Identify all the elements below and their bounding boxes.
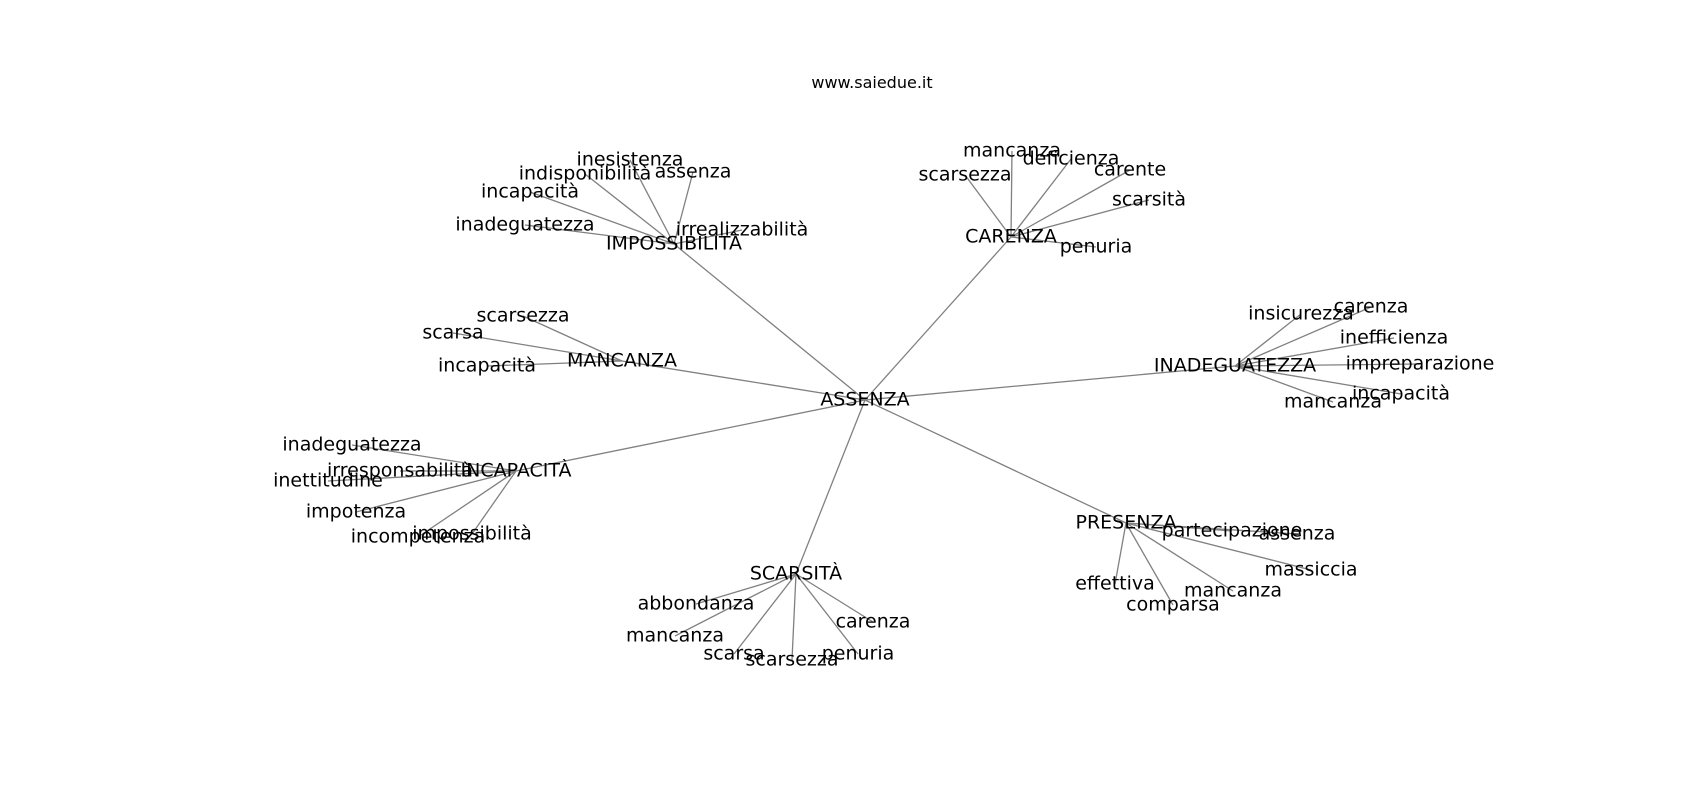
leaf-node-mancanza: mancanza [626, 625, 724, 647]
edge-incapacita-inadeguatezza [351, 444, 517, 472]
leaf-node-incapacita: incapacità [1352, 383, 1450, 405]
edge-impossibilita-assenza [673, 171, 694, 245]
edge-incapacita-inettitudine [327, 470, 517, 482]
edge-inadeguatezza-mancanza [1234, 365, 1334, 403]
leaf-node-mancanza: mancanza [1184, 580, 1282, 602]
leaf-node-effettiva: effettiva [1075, 573, 1155, 595]
leaf-node-incapacita: incapacità [438, 355, 536, 377]
leaf-node-insicurezza: insicurezza [1248, 303, 1354, 325]
edge-inadeguatezza-incapacita [1234, 365, 1402, 395]
leaf-node-penuria: penuria [1060, 236, 1133, 258]
hub-node-scarsita: SCARSITÀ [750, 562, 842, 585]
edge-presenza-effettiva [1114, 522, 1127, 585]
edge-mancanza-scarsa [452, 332, 623, 362]
edge-incapacita-impotenza [355, 470, 517, 513]
leaf-node-partecipazione: partecipazione [1162, 520, 1303, 542]
leaf-node-comparsa: comparsa [1126, 594, 1220, 616]
leaf-node-incompetenza: incompetenza [351, 526, 485, 548]
hub-node-carenza: CARENZA [965, 226, 1057, 248]
leaf-node-massiccia: massiccia [1264, 559, 1357, 581]
leaf-node-carente: carente [1094, 159, 1166, 181]
leaf-node-scarsita: scarsità [1112, 189, 1186, 211]
hub-node-presenza: PRESENZA [1076, 512, 1177, 534]
leaf-node-impossibilita: impossibilità [412, 523, 532, 545]
hub-node-inadeguatezza: INADEGUATEZZA [1154, 355, 1316, 377]
leaf-node-deficienza: deficienza [1023, 148, 1120, 170]
leaf-node-scarsezza: scarsezza [919, 164, 1012, 186]
leaf-node-indisponibilita: indisponibilità [519, 163, 652, 185]
edge-inadeguatezza-carenza [1234, 306, 1372, 367]
edge-presenza-comparsa [1125, 522, 1174, 606]
edge-inadeguatezza-impreparazione [1234, 363, 1421, 367]
edge-incapacita-impossibilita [471, 470, 517, 535]
edge-root-incapacita [515, 399, 866, 472]
leaf-node-carenza: carenza [836, 611, 911, 633]
edge-mancanza-scarsezza [522, 315, 623, 362]
edge-root-impossibilita [673, 243, 866, 401]
edge-impossibilita-irrealizzabilita [673, 229, 743, 245]
edge-inadeguatezza-insicurezza [1234, 313, 1302, 367]
leaf-node-inadeguatezza: inadeguatezza [455, 214, 594, 236]
leaf-node-mancanza: mancanza [1284, 391, 1382, 413]
leaf-node-penuria: penuria [822, 643, 895, 665]
edge-root-mancanza [621, 360, 866, 401]
edge-carenza-mancanza [1010, 150, 1013, 238]
edge-impossibilita-incapacita [529, 191, 675, 245]
leaf-node-irrealizzabilita: irrealizzabilità [676, 219, 809, 241]
edge-root-inadeguatezza [864, 365, 1236, 401]
leaf-node-incapacita: incapacità [481, 181, 579, 203]
leaf-node-mancanza: mancanza [963, 140, 1061, 162]
leaf-node-assenza: assenza [1259, 523, 1336, 545]
edge-scarsita-mancanza [674, 573, 797, 637]
edge-root-scarsita [795, 399, 866, 575]
leaf-node-scarsezza: scarsezza [477, 305, 570, 327]
edge-scarsita-scarsezza [791, 573, 797, 661]
edge-scarsita-carenza [795, 573, 874, 623]
edge-presenza-massiccia [1125, 522, 1312, 571]
edge-carenza-carente [1010, 169, 1131, 238]
leaf-node-abbondanza: abbondanza [638, 593, 755, 615]
root-node: ASSENZA [820, 389, 909, 411]
edge-scarsita-scarsa [733, 573, 797, 655]
leaf-node-assenza: assenza [655, 161, 732, 183]
leaf-node-scarsezza: scarsezza [746, 649, 839, 671]
leaf-node-inettitudine: inettitudine [273, 470, 383, 492]
edge-scarsita-penuria [795, 573, 859, 655]
edge-presenza-mancanza [1125, 522, 1234, 592]
edge-incapacita-incompetenza [417, 470, 517, 538]
leaf-node-inesistenza: inesistenza [577, 149, 684, 171]
leaf-node-irresponsabilita: irresponsabilità [327, 460, 473, 482]
leaf-node-impreparazione: impreparazione [1346, 353, 1495, 375]
edge-carenza-deficienza [1010, 158, 1072, 238]
hub-node-impossibilita: IMPOSSIBILITÀ [606, 232, 742, 255]
edge-root-presenza [864, 399, 1127, 524]
leaf-node-scarsa: scarsa [422, 322, 483, 344]
edge-impossibilita-inadeguatezza [524, 224, 675, 245]
edge-impossibilita-inesistenza [629, 159, 675, 245]
edge-scarsita-abbondanza [695, 573, 797, 605]
edge-presenza-assenza [1125, 522, 1298, 535]
hub-node-incapacita: INCAPACITÀ [461, 459, 572, 482]
edge-impossibilita-indisponibilita [584, 173, 675, 245]
leaf-node-impotenza: impotenza [306, 501, 406, 523]
leaf-node-carenza: carenza [1334, 296, 1409, 318]
edges [327, 150, 1421, 661]
leaf-node-scarsa: scarsa [703, 643, 764, 665]
hub-node-mancanza: MANCANZA [567, 350, 677, 372]
edge-carenza-penuria [1010, 236, 1097, 248]
edge-inadeguatezza-inefficienza [1234, 337, 1395, 367]
site-label: www.saiedue.it [811, 73, 932, 92]
edge-carenza-scarsita [1010, 199, 1150, 238]
edge-carenza-scarsezza [964, 174, 1012, 238]
edge-mancanza-incapacita [486, 360, 623, 367]
leaf-node-inadeguatezza: inadeguatezza [282, 434, 421, 456]
edge-root-carenza [864, 236, 1012, 401]
leaf-node-inefficienza: inefficienza [1340, 327, 1448, 349]
